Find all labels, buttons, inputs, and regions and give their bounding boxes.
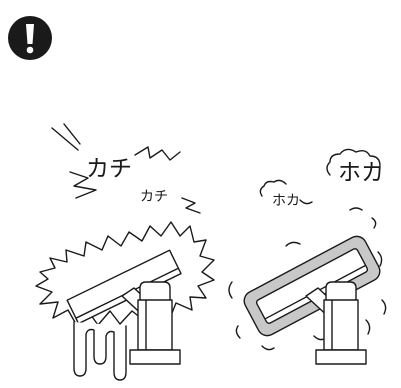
- warning-exclamation-icon: [8, 16, 52, 60]
- sound-effect-hoka-small: ホカ: [272, 193, 300, 209]
- sound-effect-hoka-large: ホカ: [338, 160, 384, 186]
- sound-effect-kachi-small: カチ: [140, 189, 168, 205]
- sound-effect-kachi-large: カチ: [86, 156, 132, 182]
